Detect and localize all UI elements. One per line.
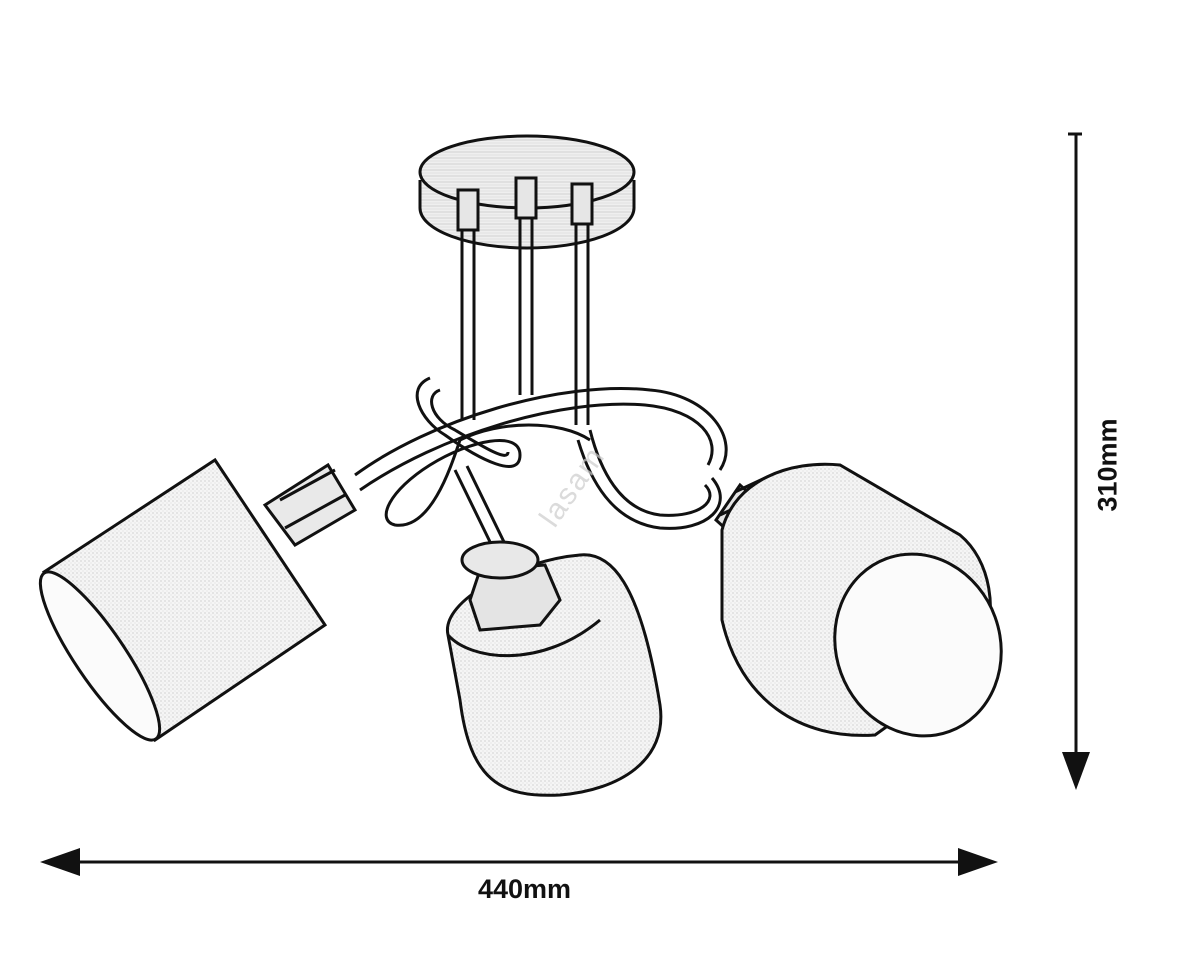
decorative-loops <box>384 376 722 530</box>
bottom-arrowhead <box>1062 752 1090 790</box>
right-lamp <box>714 462 1003 738</box>
height-dimension-label: 310mm <box>1092 418 1123 512</box>
left-lamp <box>38 457 358 743</box>
right-arrowhead <box>958 848 998 876</box>
center-arm-ring <box>354 386 728 492</box>
width-dimension-label: 440mm <box>478 874 572 904</box>
height-dimension-line <box>1062 132 1090 790</box>
center-arm <box>453 465 507 549</box>
left-arrowhead <box>40 848 80 876</box>
support-rods <box>456 176 594 425</box>
center-lamp <box>446 540 663 797</box>
width-dimension-line <box>40 848 998 876</box>
